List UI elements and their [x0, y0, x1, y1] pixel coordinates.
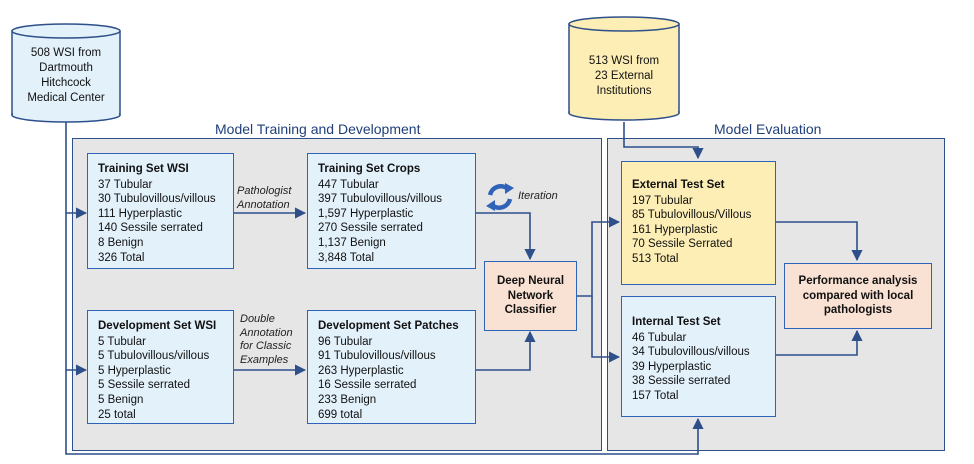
iteration-label: Iteration — [518, 190, 558, 202]
double-note-line: Annotation — [240, 326, 293, 339]
dev-wsi-title: Development Set WSI — [98, 320, 217, 332]
training-wsi-line: 8 Benign — [98, 236, 144, 249]
external-database-icon — [568, 16, 680, 121]
dartmouth-source-label: 508 WSI from Dartmouth Hitchcock Medical… — [12, 46, 120, 106]
training-wsi-line: 30 Tubulovillous/villous — [98, 193, 216, 206]
dev-wsi-line: 5 Sessile serrated — [98, 379, 191, 392]
dev-patches-title: Development Set Patches — [318, 320, 459, 332]
dartmouth-line: 508 WSI from — [30, 47, 102, 59]
dev-wsi-line: 25 total — [98, 408, 136, 421]
pathologist-annotation-note: Pathologist Annotation — [237, 185, 291, 212]
double-annotation-note: Double Annotation for Classic Examples — [240, 313, 293, 367]
external-test-line: 161 Hyperplastic — [632, 223, 718, 236]
dartmouth-line: Hitchcock — [41, 77, 91, 89]
training-crops-line: 447 Tubular — [318, 178, 379, 191]
dev-patches-line: 263 Hyperplastic — [318, 364, 404, 377]
double-note-line: Examples — [240, 353, 289, 366]
classifier-line: Network — [507, 289, 554, 302]
dev-patches-line: 96 Tubular — [318, 335, 373, 348]
dev-patches-line: 699 total — [318, 408, 363, 421]
training-crops-line: 1,597 Hyperplastic — [318, 207, 414, 220]
classifier-line: Classifier — [504, 304, 557, 317]
training-wsi-line: 140 Sessile serrated — [98, 222, 203, 235]
training-wsi-line: 111 Hyperplastic — [98, 207, 182, 220]
dev-patches-line: 91 Tubulovillous/villous — [318, 350, 436, 363]
dev-wsi-line: 5 Tubulovillous/villous — [98, 350, 210, 363]
internal-test-line: 46 Tubular — [632, 331, 687, 344]
training-section-title: Model Training and Development — [215, 121, 421, 137]
performance-analysis-box: Performance analysis compared with local… — [784, 263, 932, 329]
external-line: 23 External — [594, 70, 654, 82]
external-line: Institutions — [596, 85, 652, 97]
development-set-patches-box: Development Set Patches 96 Tubular 91 Tu… — [307, 310, 476, 424]
dev-wsi-line: 5 Tubular — [98, 335, 146, 348]
internal-test-line: 39 Hyperplastic — [632, 360, 712, 373]
external-test-line: 70 Sessile Serrated — [632, 238, 733, 251]
internal-test-set-box: Internal Test Set 46 Tubular 34 Tubulovi… — [621, 296, 776, 417]
training-crops-line: 3,848 Total — [318, 251, 375, 264]
dartmouth-database-icon — [11, 23, 121, 123]
dartmouth-line: Medical Center — [27, 92, 105, 104]
classifier-line: Deep Neural — [496, 275, 565, 288]
training-crops-line: 397 Tubulovillous/villous — [318, 193, 443, 206]
dartmouth-line: Dartmouth — [39, 62, 93, 74]
training-crops-title: Training Set Crops — [318, 163, 421, 175]
training-set-crops-box: Training Set Crops 447 Tubular 397 Tubul… — [307, 153, 476, 269]
performance-line: pathologists — [823, 304, 893, 317]
performance-line: Performance analysis — [798, 275, 918, 288]
external-source-label: 513 WSI from 23 External Institutions — [569, 54, 679, 99]
deep-neural-network-classifier-box: Deep Neural Network Classifier — [484, 261, 577, 331]
pathologist-note-line: Annotation — [237, 198, 290, 211]
external-test-set-box: External Test Set 197 Tubular 85 Tubulov… — [621, 161, 776, 285]
internal-test-title: Internal Test Set — [632, 316, 721, 328]
external-line: 513 WSI from — [588, 55, 660, 67]
internal-test-line: 157 Total — [632, 389, 679, 402]
training-wsi-line: 326 Total — [98, 251, 145, 264]
double-note-line: for Classic — [240, 340, 292, 352]
training-wsi-line: 37 Tubular — [98, 178, 153, 191]
double-note-line: Double — [240, 313, 275, 325]
training-crops-line: 270 Sessile serrated — [318, 222, 423, 235]
training-crops-line: 1,137 Benign — [318, 236, 386, 249]
external-test-title: External Test Set — [632, 179, 725, 191]
dev-patches-line: 16 Sessile serrated — [318, 379, 417, 392]
training-wsi-title: Training Set WSI — [98, 163, 189, 175]
internal-test-line: 38 Sessile serrated — [632, 375, 731, 388]
pathologist-note-line: Pathologist — [237, 185, 292, 197]
development-set-wsi-box: Development Set WSI 5 Tubular 5 Tubulovi… — [87, 310, 234, 424]
external-test-line: 85 Tubulovillous/Villous — [632, 209, 752, 222]
performance-line: compared with local — [802, 289, 914, 302]
evaluation-section-title: Model Evaluation — [714, 121, 822, 137]
external-test-line: 197 Tubular — [632, 194, 693, 207]
dev-wsi-line: 5 Benign — [98, 393, 144, 406]
dev-wsi-line: 5 Hyperplastic — [98, 364, 171, 377]
iteration-cycle-icon — [486, 183, 514, 211]
dev-patches-line: 233 Benign — [318, 393, 377, 406]
training-set-wsi-box: Training Set WSI 37 Tubular 30 Tubulovil… — [87, 153, 234, 269]
external-test-line: 513 Total — [632, 252, 679, 265]
internal-test-line: 34 Tubulovillous/villous — [632, 346, 750, 359]
